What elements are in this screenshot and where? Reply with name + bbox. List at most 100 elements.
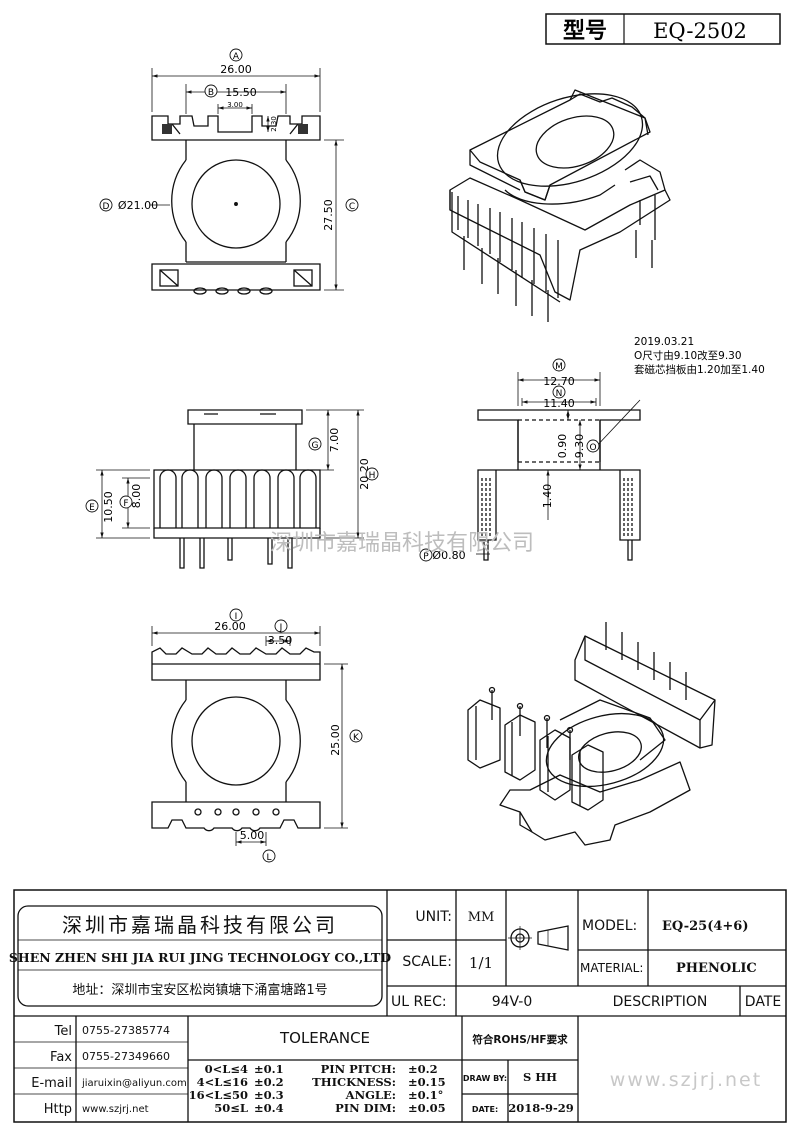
approval-date-value: 2018-9-29	[508, 1101, 574, 1115]
isometric-view-1	[449, 89, 671, 322]
contact-value-http: www.szjrj.net	[82, 1104, 149, 1115]
pin-tol-value-1: ±0.15	[408, 1075, 446, 1089]
pin-tol-label-2: ANGLE:	[345, 1088, 396, 1102]
tol-range-2: 16<L≤50	[189, 1088, 248, 1102]
pin-tol-value-0: ±0.2	[408, 1062, 438, 1076]
revision-line-1: O尺寸由9.10改至9.30	[634, 349, 742, 362]
top-view	[151, 115, 321, 295]
material-value: PHENOLIC	[676, 961, 757, 976]
top-view-dimensions	[150, 68, 344, 291]
title-block	[13, 889, 787, 1123]
contact-label-tel: Tel	[54, 1024, 72, 1039]
contact-label-email: E-mail	[31, 1076, 72, 1091]
top-view-dim-labels: A 26.00 B 15.50 3.00 2.30 27.50 C D Ø21.…	[99, 48, 359, 231]
tol-range-1: 4<L≤16	[197, 1075, 248, 1089]
unit-label: UNIT:	[415, 909, 452, 925]
dim-M-value: 12.70	[543, 375, 575, 388]
dim-I-letter: I	[235, 612, 238, 622]
bottom-view	[151, 647, 321, 832]
dim-K-value: 25.00	[329, 724, 342, 756]
revision-note: 2019.03.21 O尺寸由9.10改至9.30 套磁芯挡板由1.20加至1.…	[634, 336, 765, 376]
watermark: 深圳市嘉瑞晶科技有限公司	[270, 531, 534, 556]
pin-tol-value-2: ±0.1°	[408, 1088, 443, 1102]
pin-tol-label-1: THICKNESS:	[312, 1075, 396, 1089]
pin-tol-value-3: ±0.05	[408, 1101, 446, 1115]
dim-J-letter: J	[279, 623, 283, 633]
front-section-dimensions	[476, 372, 641, 555]
side-view-dim-labels: E 10.50 F 8.00 G 7.00 20.20 H	[85, 428, 379, 523]
dim-E-value: 10.50	[102, 491, 115, 523]
dim-P-value: Ø0.80	[432, 549, 465, 562]
side-view-dimensions	[96, 409, 364, 539]
dim-O-value: 9.30	[573, 434, 586, 459]
dim-H-value: 20.20	[358, 458, 371, 490]
dim-F-letter: F	[123, 499, 128, 509]
company-address: 地址：深圳市宝安区松岗镇塘下涌富塘路1号	[72, 982, 327, 998]
model-value: EQ-2502	[653, 19, 747, 43]
rohs-note: 符合ROHS/HF要求	[472, 1033, 568, 1046]
dim-N-value: 11.40	[543, 397, 575, 410]
title-block-text: 深圳市嘉瑞晶科技有限公司 SHEN ZHEN SHI JIA RUI JING …	[9, 909, 781, 1117]
approval-date-label: DATE:	[472, 1105, 498, 1114]
dim-L-letter: L	[266, 853, 271, 863]
dim-H-letter: H	[369, 471, 376, 481]
model-title-box: 型号 EQ-2502	[545, 13, 781, 45]
contact-label-http: Http	[44, 1102, 72, 1117]
ul-label: UL REC:	[391, 994, 447, 1010]
dim-I-value: 26.00	[214, 620, 246, 633]
model-label: 型号	[563, 19, 607, 44]
ul-value: 94V-0	[492, 994, 533, 1010]
dim-C-value: 27.50	[322, 199, 335, 231]
dim-A-letter: A	[233, 52, 240, 62]
dim-140: 1.40	[541, 484, 554, 509]
dim-230: 2.30	[270, 116, 278, 132]
tol-value-3: ±0.4	[254, 1101, 284, 1115]
drawn-by-label: DRAW BY:	[463, 1074, 507, 1083]
contact-value-tel: 0755-27385774	[82, 1024, 170, 1037]
unit-value: MM	[468, 910, 495, 925]
model-spec-label: MODEL:	[582, 918, 637, 934]
isometric-view-2	[467, 622, 716, 846]
description-label: DESCRIPTION	[613, 994, 708, 1010]
dim-D-value: Ø21.00	[118, 199, 158, 212]
bottom-view-dimensions	[151, 626, 348, 846]
scale-value: 1/1	[469, 954, 493, 972]
dim-K-letter: K	[353, 733, 360, 743]
date-header-label: DATE	[745, 994, 781, 1010]
tol-value-2: ±0.3	[254, 1088, 284, 1102]
tolerance-title: TOLERANCE	[279, 1029, 370, 1047]
dim-M-letter: M	[555, 362, 563, 372]
tol-value-1: ±0.2	[254, 1075, 284, 1089]
dim-N-letter: N	[556, 389, 563, 399]
revision-line-2: 套磁芯挡板由1.20加至1.40	[634, 363, 765, 376]
contact-value-email: jiaruixin@aliyun.com	[81, 1078, 187, 1089]
company-name-cn: 深圳市嘉瑞晶科技有限公司	[62, 913, 338, 937]
tol-range-3: 50≤L	[214, 1101, 248, 1115]
company-name-en: SHEN ZHEN SHI JIA RUI JING TECHNOLOGY CO…	[9, 950, 391, 965]
dim-G-value: 7.00	[328, 428, 341, 453]
dim-090: 0.90	[556, 434, 569, 459]
front-section-view	[477, 409, 641, 561]
dim-E-letter: E	[89, 503, 95, 513]
dim-L-value: 5.00	[240, 829, 265, 842]
dim-F-value: 8.00	[130, 484, 143, 509]
drawn-by-value: S HH	[523, 1070, 557, 1084]
tol-value-0: ±0.1	[254, 1062, 284, 1076]
dim-J-value: 3.50	[268, 634, 293, 647]
revision-date: 2019.03.21	[634, 336, 694, 348]
material-label: MATERIAL:	[580, 961, 643, 975]
dim-A-value: 26.00	[220, 63, 252, 76]
contact-label-fax: Fax	[50, 1050, 72, 1065]
dim-D-letter: D	[103, 202, 110, 212]
bottom-view-dim-labels: I 26.00 J 3.50 25.00 K 5.00 L	[214, 608, 363, 863]
front-section-dim-labels: M 12.70 N 11.40 0.90 9.30 O 1.40 P Ø0.80	[419, 358, 600, 562]
model-spec-value: EQ-25(4+6)	[662, 919, 748, 934]
scale-label: SCALE:	[402, 954, 452, 970]
dim-C-letter: C	[349, 202, 355, 212]
dim-B-letter: B	[208, 88, 214, 98]
dim-P-letter: P	[423, 552, 429, 562]
dim-G-letter: G	[312, 441, 319, 451]
side-view	[153, 409, 321, 569]
tol-range-0: 0<L≤4	[205, 1062, 248, 1076]
website-watermark: www.szjrj.net	[610, 1069, 762, 1091]
